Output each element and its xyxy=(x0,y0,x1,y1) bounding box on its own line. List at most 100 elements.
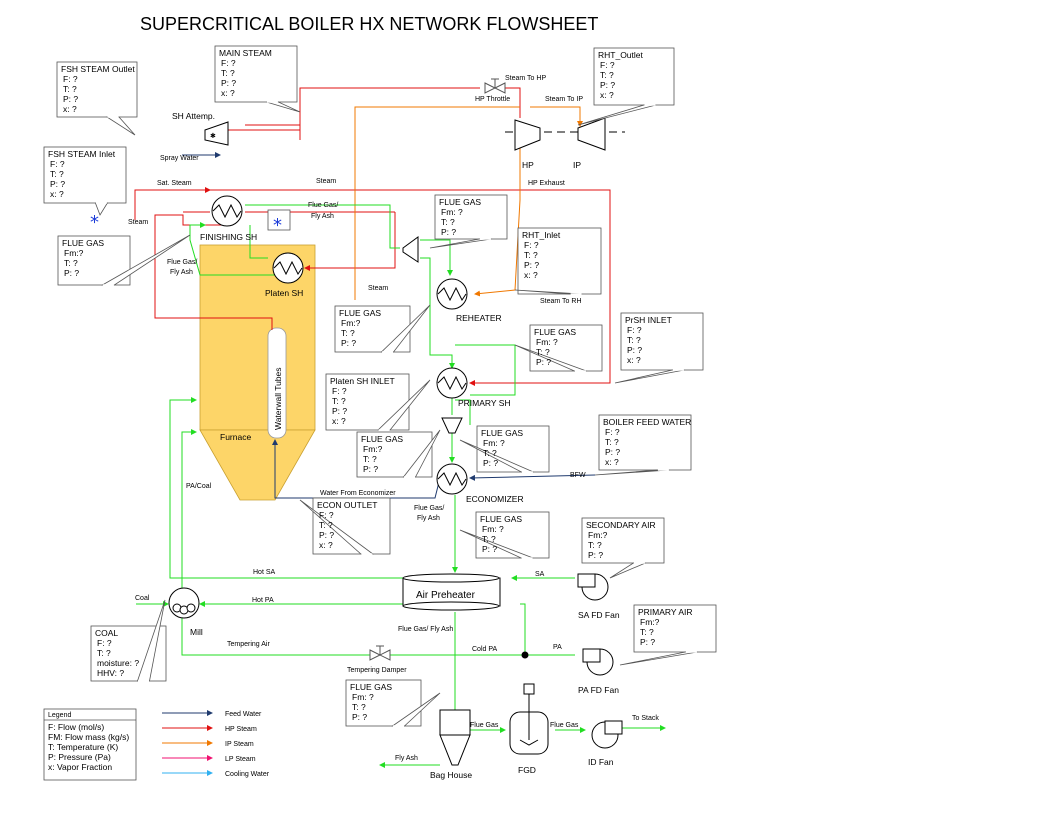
callout-line: T: ? xyxy=(363,454,377,464)
callout-line: P: ? xyxy=(483,458,498,468)
flue-gas-label-4: Flue Gas/ Fly Ash xyxy=(398,626,453,633)
sa-fd-fan[interactable] xyxy=(577,573,609,601)
callout-line: HHV: ? xyxy=(97,668,124,678)
callout-line: Fm:? xyxy=(64,248,84,258)
callout-line: x: ? xyxy=(605,457,619,467)
callout-line: P: ? xyxy=(588,550,603,560)
callout-title: FLUE GAS xyxy=(361,434,403,444)
sa-fd-fan-label: SA FD Fan xyxy=(578,610,620,620)
mill[interactable] xyxy=(168,587,200,619)
callout-title: RHT_Inlet xyxy=(522,230,561,240)
pa-fd-fan[interactable] xyxy=(582,648,614,676)
callout-line: T: ? xyxy=(352,702,366,712)
cold-pa-label: Cold PA xyxy=(472,646,497,653)
callout-title: RHT_Outlet xyxy=(598,50,644,60)
platen-star-box xyxy=(267,209,291,231)
callout-line: T: ? xyxy=(524,250,538,260)
reheater[interactable] xyxy=(436,278,468,310)
hp-turbine-label: HP xyxy=(522,160,534,170)
callout-line: P: ? xyxy=(640,637,655,647)
waterwall-tubes[interactable] xyxy=(267,327,287,439)
ip-turbine[interactable] xyxy=(577,117,606,151)
callout-line: P: ? xyxy=(536,357,551,367)
callout-line: F: ? xyxy=(524,240,539,250)
callout-line: P: ? xyxy=(605,447,620,457)
callout-line: P: ? xyxy=(332,406,347,416)
sa-label: SA xyxy=(535,571,545,578)
legend-item-label: Feed Water xyxy=(225,711,262,718)
callout-line: P: ? xyxy=(363,464,378,474)
legend: Legend F: Flow (mol/s) FM: Flow mass (kg… xyxy=(43,708,137,781)
callout-line: Fm: ? xyxy=(352,692,374,702)
callout-line: T: ? xyxy=(63,84,77,94)
callout-line: x: ? xyxy=(332,416,346,426)
callout-line: x: ? xyxy=(627,355,641,365)
reheater-label: REHEATER xyxy=(456,313,502,323)
air-preheater[interactable] xyxy=(402,573,501,611)
hot-pa-label: Hot PA xyxy=(252,597,274,604)
callout-line: P: ? xyxy=(221,78,236,88)
callout-line: x: ? xyxy=(319,540,333,550)
platen-sh[interactable] xyxy=(272,252,304,284)
air-preheater-label: Air Preheater xyxy=(416,590,476,601)
callout-title: Platen SH INLET xyxy=(330,376,395,386)
primary-sh[interactable] xyxy=(436,367,468,399)
callout-line: T: ? xyxy=(588,540,602,550)
legend-line-0: F: Flow (mol/s) xyxy=(48,722,104,732)
legend-title: Legend xyxy=(48,712,71,719)
flue-gas-label-1: Flue Gas/ xyxy=(308,202,338,209)
legend-item-label: HP Steam xyxy=(225,726,257,733)
tempering-damper[interactable] xyxy=(369,645,391,661)
callout-line: T: ? xyxy=(482,534,496,544)
pa-label: PA xyxy=(553,644,562,651)
fgd-label: FGD xyxy=(518,765,536,775)
callout-title: BOILER FEED WATER xyxy=(603,417,691,427)
steam-mid-label: Steam xyxy=(368,285,388,292)
hp-turbine[interactable] xyxy=(514,119,541,151)
economizer-label: ECONOMIZER xyxy=(466,494,524,504)
callout-title: COAL xyxy=(95,628,118,638)
id-fan[interactable] xyxy=(591,720,623,749)
callout-line: Fm: ? xyxy=(441,207,463,217)
flue-gas-splitter[interactable] xyxy=(441,417,463,434)
callout-line: T: ? xyxy=(627,335,641,345)
flue-gas-bh-label: Flue Gas xyxy=(470,722,499,729)
sh-attemperator[interactable] xyxy=(204,121,229,146)
finishing-sh[interactable] xyxy=(211,195,243,227)
bag-house[interactable] xyxy=(439,709,471,766)
fgd[interactable] xyxy=(509,683,549,755)
economizer[interactable] xyxy=(436,463,468,495)
flue-gas-mixer[interactable] xyxy=(402,236,419,263)
callout-line: T: ? xyxy=(341,328,355,338)
hp-throttle-valve[interactable] xyxy=(484,78,506,94)
callout-title: PRIMARY AIR xyxy=(638,607,692,617)
fly-ash-label-3: Fly Ash xyxy=(417,515,440,522)
callout-line: F: ? xyxy=(97,638,112,648)
callout-line: x: ? xyxy=(50,189,64,199)
callout-title: SECONDARY AIR xyxy=(586,520,656,530)
steam-top-label: Steam xyxy=(316,178,336,185)
furnace-hopper xyxy=(199,429,316,501)
mill-label: Mill xyxy=(190,627,203,637)
id-fan-label: ID Fan xyxy=(588,757,614,767)
